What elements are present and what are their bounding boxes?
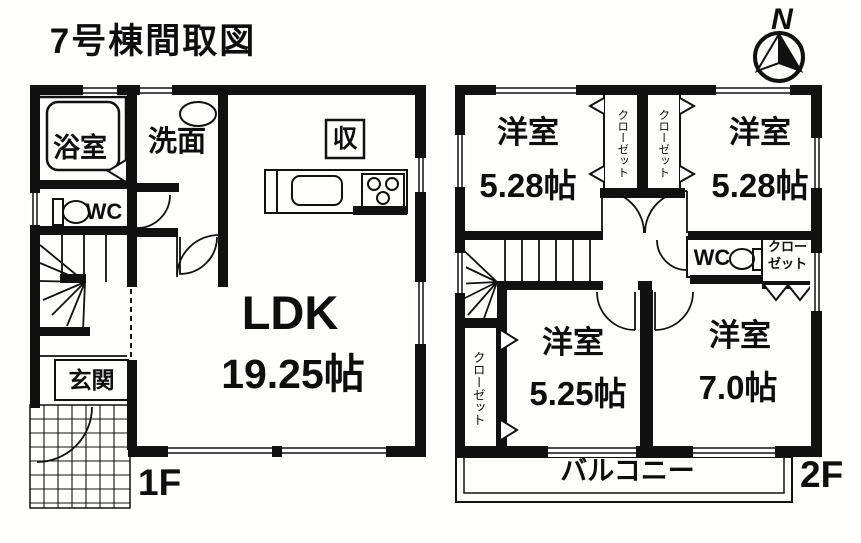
page-title: 7号棟間取図 bbox=[49, 22, 257, 61]
room-wc-1f: WC bbox=[85, 199, 123, 224]
room-bedroom-nw-size: 5.28帖 bbox=[479, 167, 577, 204]
doors-2f bbox=[596, 190, 694, 331]
kitchen-sink-icon bbox=[291, 175, 343, 206]
windows bbox=[29, 84, 823, 457]
bedroom-sw-door-arc bbox=[596, 291, 636, 331]
entrance-label-box bbox=[54, 359, 129, 401]
toilet-bowl-2f-icon bbox=[729, 248, 755, 270]
closet-hall-label-line2: ゼット bbox=[767, 256, 807, 271]
room-bedroom-sw-name: 洋室 bbox=[542, 325, 604, 360]
closet-hall-label-line1: クロー bbox=[767, 239, 807, 254]
closet-nw-box bbox=[603, 92, 639, 194]
room-ldk-size: 19.25帖 bbox=[221, 351, 365, 397]
bedroom-nw-door-arc bbox=[601, 190, 645, 234]
hall-door-arc bbox=[179, 236, 218, 275]
ldk-door-arc bbox=[176, 234, 220, 278]
stairs-1f bbox=[39, 235, 107, 332]
closet-door-arrows bbox=[500, 97, 813, 441]
toilet-bowl-1f-icon bbox=[62, 200, 90, 224]
bedroom-se-door-arc bbox=[654, 291, 694, 331]
storage-label: 収 bbox=[332, 125, 358, 153]
compass-north-label: N bbox=[771, 3, 793, 36]
closet-ne-box bbox=[646, 92, 681, 194]
doors-1f bbox=[36, 159, 220, 463]
closet-nw-label: クローゼット bbox=[616, 108, 629, 178]
bathtub-icon bbox=[45, 100, 121, 172]
storage-label-box bbox=[324, 118, 366, 160]
room-wc-2f: WC bbox=[693, 245, 731, 270]
room-bedroom-sw-size: 5.25帖 bbox=[529, 375, 627, 412]
room-washroom: 洗面 bbox=[147, 126, 206, 158]
room-bedroom-ne-size: 5.28帖 bbox=[711, 167, 809, 204]
room-entrance: 玄関 bbox=[68, 367, 115, 393]
bath-door-arrow-icon bbox=[106, 159, 127, 183]
room-ldk-name: LDK bbox=[241, 286, 339, 339]
fixtures-2f bbox=[455, 92, 813, 503]
closet-sw-box bbox=[457, 326, 498, 448]
wc2-door-arc bbox=[656, 239, 688, 271]
fixtures-1f bbox=[36, 95, 408, 401]
washroom-door-arc bbox=[136, 194, 171, 229]
stove-icon bbox=[361, 173, 405, 211]
kitchen-counter-icon bbox=[264, 169, 408, 214]
bedroom-ne-door-arc bbox=[644, 190, 688, 234]
room-bathroom: 浴室 bbox=[53, 133, 107, 163]
floor2-label: 2F bbox=[800, 454, 844, 495]
north-compass-icon bbox=[753, 30, 805, 83]
closet-ne-label: クローゼット bbox=[657, 108, 670, 178]
room-bedroom-nw-name: 洋室 bbox=[497, 115, 559, 150]
stairs-2f bbox=[454, 240, 591, 325]
closet-sw-label: クローゼット bbox=[470, 350, 485, 426]
room-bedroom-se-name: 洋室 bbox=[709, 318, 771, 353]
room-bedroom-ne-name: 洋室 bbox=[729, 115, 791, 150]
room-bedroom-se-size: 7.0帖 bbox=[698, 369, 778, 406]
toilet-tank-1f-icon bbox=[52, 198, 64, 226]
toilet-tank-2f-icon bbox=[752, 248, 763, 271]
porch-tile bbox=[29, 404, 131, 509]
balcony-label: バルコニー bbox=[560, 456, 695, 486]
washbasin-icon bbox=[179, 101, 217, 127]
entrance-door-arc bbox=[36, 406, 93, 463]
floor1-label: 1F bbox=[138, 462, 182, 503]
